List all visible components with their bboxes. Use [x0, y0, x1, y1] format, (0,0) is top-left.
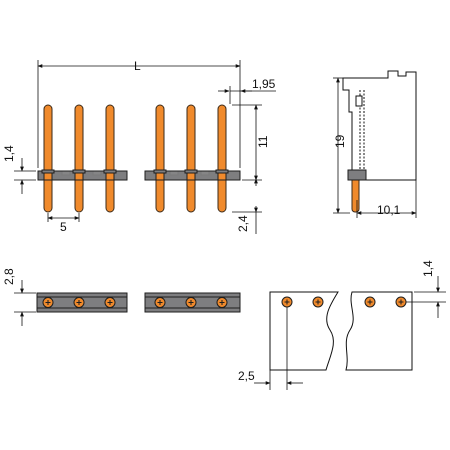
pin-2: [74, 104, 84, 213]
pcb-layout: [269, 291, 413, 371]
dim-2-5: 2,5: [238, 369, 255, 383]
side-housing-base: [347, 169, 367, 181]
dim-1-4-top: 1,4: [2, 145, 16, 162]
pcb-dimensions: [254, 276, 446, 390]
pcb-outline-right: [345, 291, 413, 371]
front-view: [37, 104, 241, 213]
front-pins: [43, 104, 227, 213]
dim-19: 19: [333, 134, 347, 148]
side-housing-outline: [342, 70, 417, 181]
dim-11: 11: [256, 135, 270, 148]
side-dimensions: [333, 77, 417, 218]
side-view: [342, 70, 417, 213]
dim-10-1: 10,1: [377, 203, 401, 217]
pcb-outline-left: [269, 291, 339, 371]
bottom-view: [36, 292, 241, 313]
pcb-holes: [281, 296, 407, 308]
pin-5: [186, 104, 196, 213]
bottom-dimensions: [14, 280, 36, 326]
dim-1-4-bottom: 1,4: [421, 260, 435, 277]
dim-L: L: [134, 59, 141, 73]
dim-1-95: 1,95: [252, 77, 276, 91]
front-dimensions: [14, 60, 276, 234]
pin-6: [217, 104, 227, 213]
pin-1: [43, 104, 53, 213]
dim-2-8: 2,8: [2, 268, 16, 285]
pin-3: [105, 104, 115, 213]
dim-5: 5: [60, 220, 67, 234]
dim-2-4: 2,4: [236, 215, 250, 232]
pin-4: [155, 104, 165, 213]
